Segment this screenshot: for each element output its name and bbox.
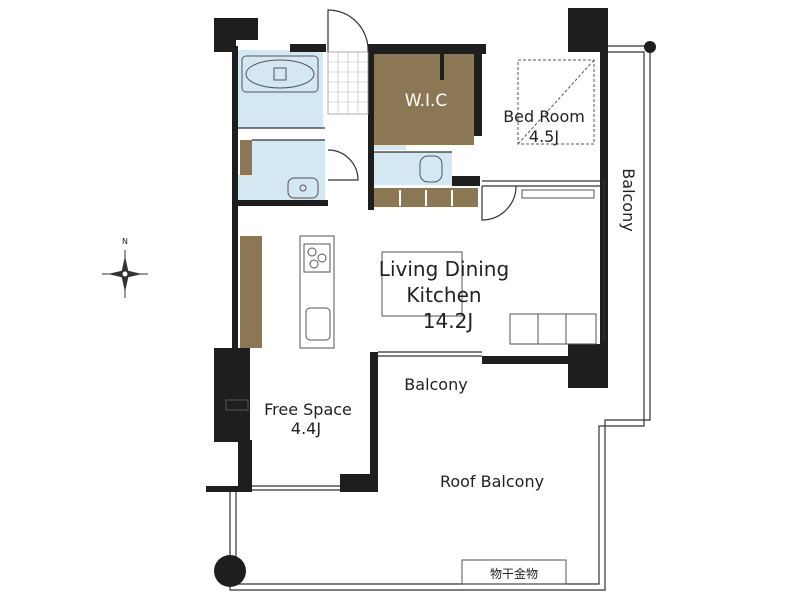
compass-icon [102, 250, 148, 298]
roof-balcony-label: Roof Balcony [440, 472, 544, 491]
drying-rack-label: 物干金物 [490, 566, 538, 581]
wic-label: W.I.C [405, 91, 448, 111]
washbasin-icon [287, 177, 319, 199]
balcony-post-bottom [214, 555, 246, 587]
bathroom-floor [237, 50, 323, 128]
ldk-label-line1: Living Dining [379, 257, 509, 281]
tv-board-icon [521, 189, 595, 199]
compass-north-label: N [122, 237, 128, 246]
drying-rack-icon [461, 559, 567, 585]
sink-icon [305, 307, 331, 341]
bathtub-icon [241, 55, 319, 93]
free-space-label: Free Space [264, 400, 352, 419]
entrance-door [327, 9, 517, 221]
washbasin-counter [237, 175, 325, 200]
ldk-label-line2: Kitchen [406, 283, 481, 307]
bed-icon [517, 59, 595, 145]
living-storage [240, 236, 262, 348]
stove-icon [303, 243, 331, 273]
corridor-storage-doors [399, 190, 453, 206]
ldk-size: 14.2J [423, 309, 473, 333]
kitchen-counter [299, 235, 335, 349]
washroom-shelf [240, 140, 252, 175]
free-space-size: 4.4J [291, 419, 321, 438]
toilet-icon [419, 155, 443, 183]
fixtures [225, 55, 597, 585]
bedroom-size: 4.5J [529, 127, 559, 146]
toilet-floor [372, 152, 452, 185]
wet-areas [237, 50, 452, 200]
sofa-icon [509, 313, 597, 345]
balcony-inner-label: Balcony [404, 375, 467, 394]
wic-notch [406, 118, 410, 145]
dining-table-icon [381, 251, 463, 317]
windows [238, 127, 605, 491]
walls [206, 8, 608, 492]
bedroom-label: Bed Room [503, 107, 585, 126]
desk-icon [225, 399, 249, 411]
balcony-post-top [644, 41, 656, 53]
balcony-side-label: Balcony [619, 168, 638, 231]
wic-floor [374, 54, 474, 145]
